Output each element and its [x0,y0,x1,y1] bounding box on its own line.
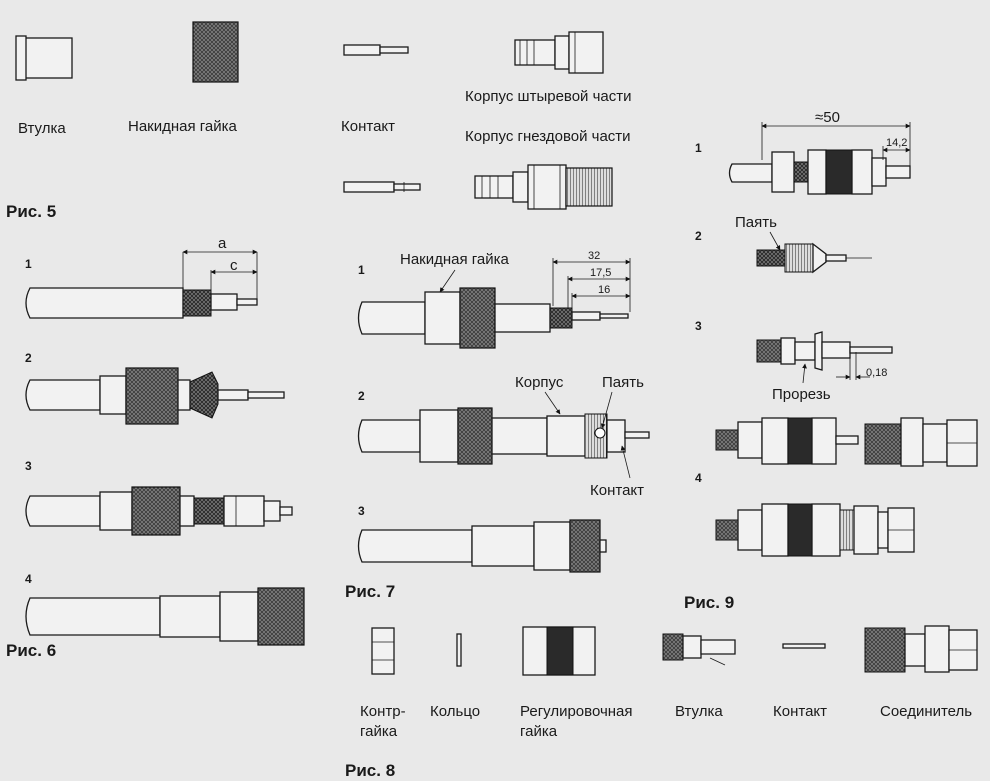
fig7-solder-label: Паять [602,374,644,391]
contact-label: Контакт [341,118,395,135]
lock-nut-part [371,627,395,675]
fig8: Контр- гайка Кольцо Регулировочная гайка… [345,625,978,780]
fig6-step-1-drawing [25,249,258,319]
fig9-step-4: 4 [695,471,702,485]
fig9: 1 ≈50 14,2 2 Паять [684,109,978,612]
fig6-dim-a: a [218,235,227,252]
fig6-dim-c: c [230,257,238,274]
fig7-dim-17: 17,5 [590,267,611,279]
fig9-dim-14: 14,2 [886,137,907,149]
contact-part-2 [343,181,421,193]
ring-part [456,633,462,667]
fig9-step-4-drawing [715,503,915,557]
adjusting-nut-label-1: Регулировочная [520,703,633,720]
contact-part-fig8 [782,643,826,649]
fig7-step-2: 2 [358,389,365,403]
fig9-step-3b-drawing [715,417,978,467]
fig6-step-3-drawing [25,486,293,536]
fig9-step-3-drawing [756,331,893,380]
fig9-dim-018: 0,18 [866,367,887,379]
sleeve-part [15,35,73,81]
fig6: 1 a c 2 3 [6,235,305,660]
fig9-step-2: 2 [695,229,702,243]
sleeve-label-fig8: Втулка [675,703,723,720]
fig9-step-1: 1 [695,141,702,155]
fig7-step-3: 3 [358,504,365,518]
fig9-step-2-drawing [756,242,872,274]
connector-label: Соединитель [880,703,972,720]
fig6-caption: Рис. 6 [6,641,56,660]
socket-body-label: Корпус гнездовой части [465,128,631,145]
connector-part [864,625,978,673]
socket-body-part [474,164,613,210]
fig7-union-nut-label: Накидная гайка [400,251,510,268]
fig7-step-1-drawing [357,258,631,349]
fig5: Втулка Накидная гайка Контакт Корпус шты… [6,21,632,221]
fig7-caption: Рис. 7 [345,582,395,601]
fig8-caption: Рис. 8 [345,761,395,780]
fig6-step-2: 2 [25,351,32,365]
fig5-caption: Рис. 5 [6,202,56,221]
fig9-step-1-drawing [728,122,911,195]
fig6-step-4: 4 [25,572,32,586]
fig6-step-4-drawing [25,587,305,646]
plug-body-label: Корпус штыревой части [465,88,632,105]
fig7: Накидная гайка 1 32 17,5 16 2 [345,250,650,601]
contact-label-fig8: Контакт [773,703,827,720]
adjusting-nut-part [522,626,596,676]
fig9-caption: Рис. 9 [684,593,734,612]
fig9-solder-label: Паять [735,214,777,231]
fig6-step-1: 1 [25,257,32,271]
fig9-dim-50: ≈50 [815,109,840,126]
ring-label: Кольцо [430,703,480,720]
fig6-step-3: 3 [25,459,32,473]
adjusting-nut-label-2: гайка [520,723,558,740]
union-nut-part [192,21,239,83]
contact-part [343,44,409,56]
plug-body-part [514,31,604,74]
fig7-dim-32: 32 [588,250,600,262]
fig7-step-1: 1 [358,263,365,277]
fig7-step-3-drawing [357,519,607,573]
fig9-step-3: 3 [695,319,702,333]
fig7-body-label: Корпус [515,374,564,391]
sleeve-label: Втулка [18,120,66,137]
sleeve-part-fig8 [662,633,736,666]
fig7-contact-label: Контакт [590,482,644,499]
lock-nut-label-1: Контр- [360,703,406,720]
lock-nut-label-2: гайка [360,723,398,740]
union-nut-label: Накидная гайка [128,118,238,135]
fig7-dim-16: 16 [598,284,610,296]
fig6-step-2-drawing [25,367,285,425]
fig9-slot-label: Прорезь [772,386,831,403]
